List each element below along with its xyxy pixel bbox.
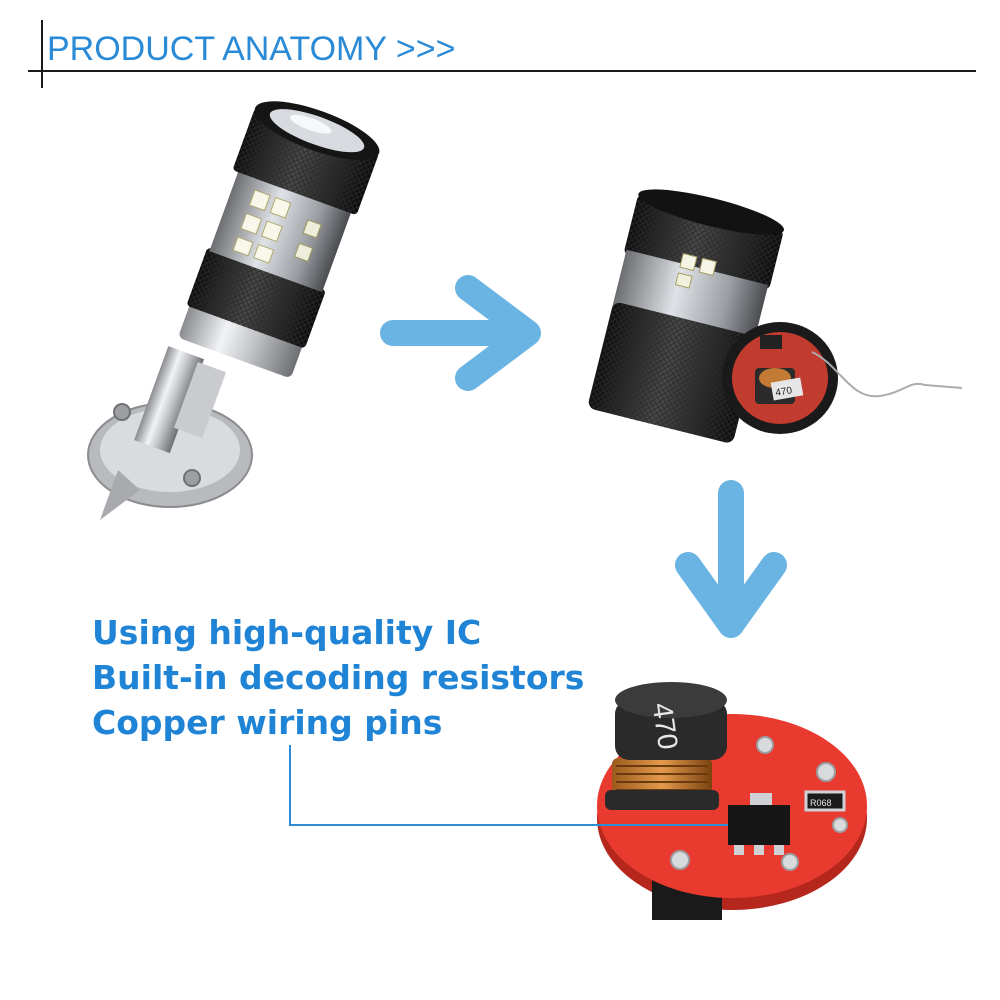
header-divider-vertical [41, 20, 43, 88]
led-bulb-assembled [87, 101, 380, 520]
down-arrow-icon [675, 480, 787, 638]
driver-circuit-board: R068 470 [597, 682, 867, 920]
led-bulb-opened: 470 [588, 189, 963, 443]
callout-line [289, 745, 728, 826]
header-divider [28, 70, 976, 72]
inductor-marking: 470 [647, 701, 684, 752]
right-arrow-icon [380, 275, 541, 391]
resistor-marking: R068 [810, 798, 832, 808]
inductor-marking-small: 470 [775, 385, 794, 399]
feature-item-copper-pins: Copper wiring pins [92, 703, 443, 742]
page-title: PRODUCT ANATOMY >>> [47, 30, 456, 68]
feature-item-resistors: Built-in decoding resistors [92, 658, 585, 697]
feature-item-ic: Using high-quality IC [92, 613, 482, 652]
feature-list: Using high-quality IC Built-in decoding … [92, 610, 584, 745]
